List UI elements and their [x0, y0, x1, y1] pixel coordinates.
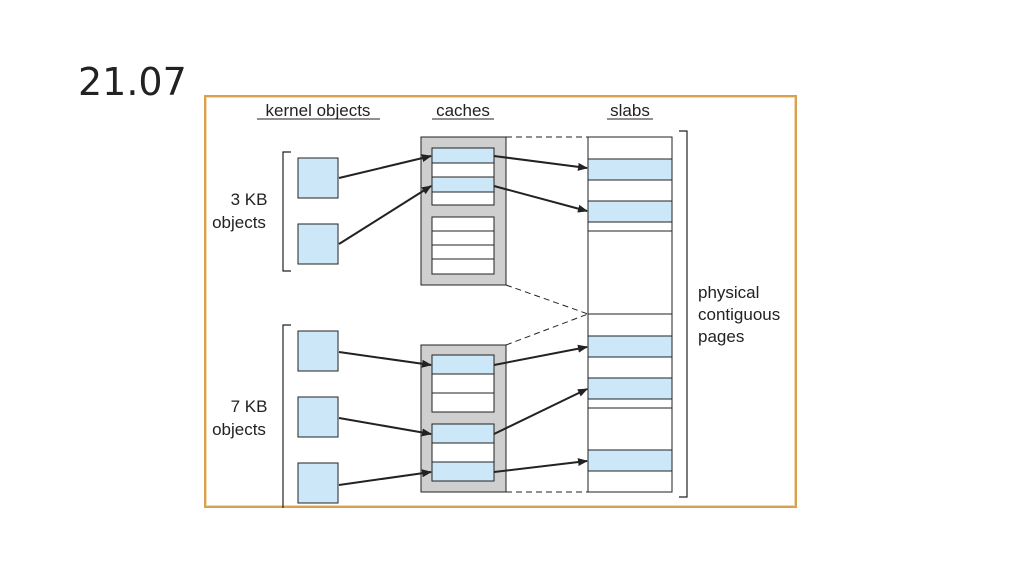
- arrow-cache-to-page-5: [493, 458, 588, 473]
- page-object-5: [587, 449, 673, 472]
- kernel-object-7kb-3: [297, 462, 339, 504]
- kernel-object-7kb-1: [297, 330, 339, 372]
- arrow-kobj-7kb-2-to-cache: [338, 417, 432, 437]
- header-kernel-objects: kernel objects: [266, 101, 371, 120]
- figure-frame: [204, 95, 797, 508]
- cache-3kb-slab-1-obj-1: [431, 147, 495, 164]
- bracket-3kb-objects: [282, 151, 291, 272]
- arrow-cache-to-page-2: [493, 185, 588, 213]
- page-object-2: [587, 200, 673, 223]
- arrow-kobj-3kb-1-to-cache: [338, 154, 432, 179]
- arrow-cache-to-page-3: [493, 344, 588, 366]
- label-3kb-objects: objects: [212, 213, 266, 232]
- page-object-4: [587, 377, 673, 400]
- cache-7kb-slab-2-obj-1: [431, 423, 495, 444]
- page-object-1: [587, 158, 673, 181]
- arrow-kobj-3kb-2-to-cache: [338, 185, 432, 245]
- arrow-kobj-7kb-1-to-cache: [338, 351, 432, 368]
- cache-7kb-slab-2-obj-3: [431, 461, 495, 482]
- header-slabs: slabs: [610, 101, 650, 120]
- header-caches: caches: [436, 101, 490, 120]
- bracket-7kb-objects: [282, 324, 291, 508]
- dashed-connector-cache2-top: [505, 313, 589, 346]
- arrow-cache-to-page-1: [493, 155, 588, 171]
- arrow-kobj-7kb-3-to-cache: [338, 469, 432, 486]
- dashed-connector-cache1-bottom: [505, 284, 589, 315]
- label-pages: pages: [698, 327, 744, 346]
- label-7kb-objects: objects: [212, 420, 266, 439]
- arrow-cache-to-page-4: [493, 388, 588, 435]
- cache-3kb-slab-1-obj-2: [431, 176, 495, 193]
- kernel-object-3kb-2: [297, 223, 339, 265]
- label-physical: physical: [698, 283, 759, 302]
- slide-title: 21.07: [78, 60, 187, 104]
- kernel-object-7kb-2: [297, 396, 339, 438]
- page-object-3: [587, 335, 673, 358]
- label-contiguous: contiguous: [698, 305, 780, 324]
- kernel-object-3kb-1: [297, 157, 339, 199]
- bracket-physical-pages: [679, 130, 688, 498]
- label-3kb: 3 KB: [231, 190, 268, 209]
- cache-7kb-slab-1-obj-1: [431, 354, 495, 375]
- label-7kb: 7 KB: [231, 397, 268, 416]
